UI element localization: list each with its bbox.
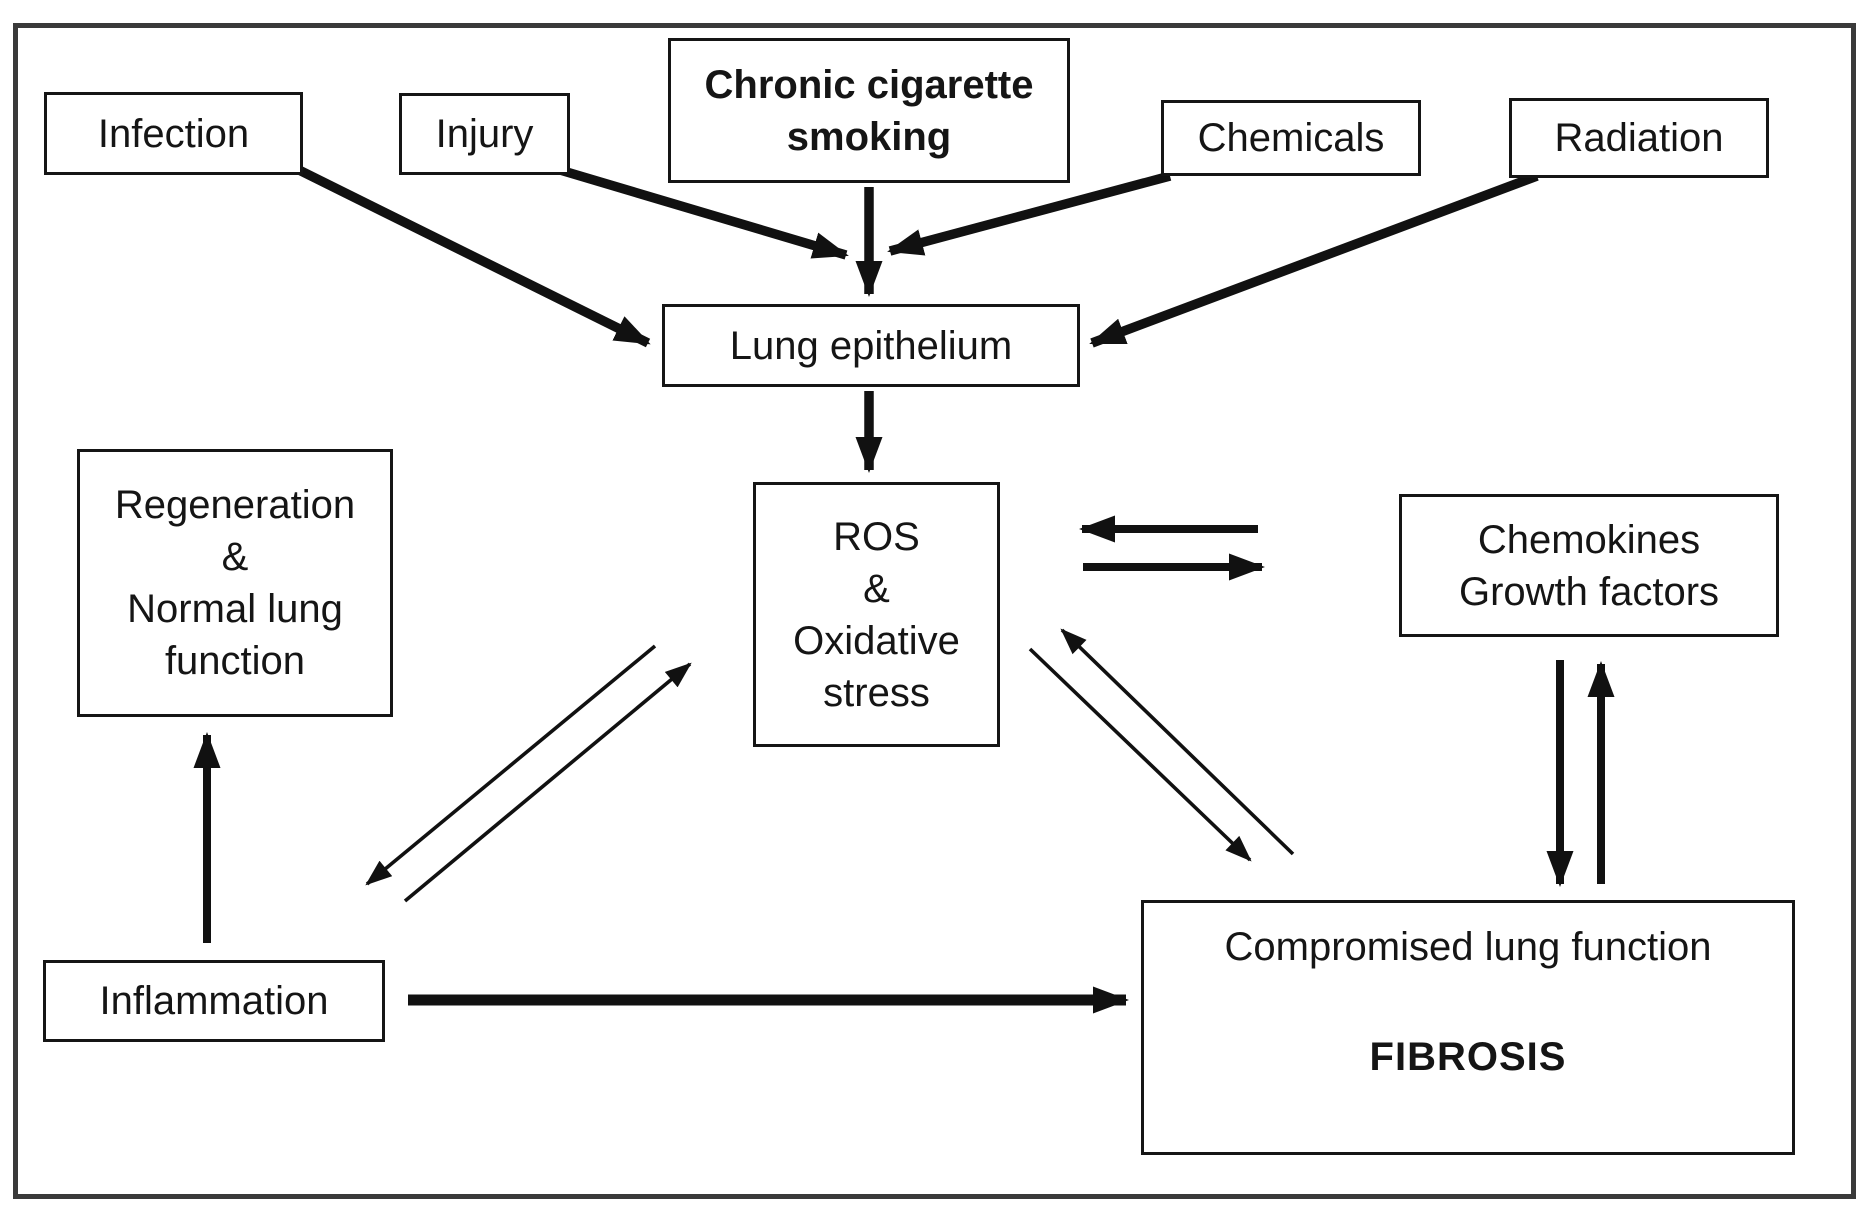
node-chemicals-label: Chemicals <box>1197 116 1385 160</box>
node-regeneration-line4: function <box>164 639 306 683</box>
node-regeneration-normal-lung-function: Regeneration & Normal lung function <box>77 449 393 717</box>
node-regeneration-line3: Normal lung <box>127 587 343 631</box>
arrow-ros-to-compromised <box>1028 647 1252 862</box>
arrow-injury-to-lung-epithelium <box>558 165 849 260</box>
node-lung-epithelium-label: Lung epithelium <box>729 323 1013 368</box>
node-compromised-lung-function-fibrosis: Compromised lung function FIBROSIS <box>1141 900 1795 1155</box>
arrow-compromised-to-ros <box>1060 628 1295 856</box>
node-ros-oxidative-stress: ROS & Oxidative stress <box>753 482 1000 747</box>
node-ros-line2: & <box>863 566 890 611</box>
node-injury-label: Injury <box>435 112 534 156</box>
node-chemokines-growth-factors: Chemokines Growth factors <box>1399 494 1779 637</box>
node-radiation-label: Radiation <box>1554 116 1724 160</box>
arrow-radiation-to-lung-epithelium <box>1089 171 1539 348</box>
node-radiation: Radiation <box>1509 98 1769 178</box>
arrow-chemicals-to-lung-epithelium <box>887 171 1172 256</box>
node-ros-line4: stress <box>823 670 930 715</box>
node-infection-label: Infection <box>97 111 250 156</box>
node-inflammation-label: Inflammation <box>99 979 329 1023</box>
arrow-ros-to-inflammation <box>365 644 657 886</box>
node-lung-epithelium: Lung epithelium <box>662 304 1080 387</box>
node-chemokines-line1: Chemokines <box>1477 517 1701 562</box>
node-ros-line1: ROS <box>833 514 920 559</box>
node-chronic-cigarette-smoking: Chronic cigarette smoking <box>668 38 1070 183</box>
node-compromised-line1: Compromised lung function <box>1224 925 1712 969</box>
node-chronic-line2: smoking <box>786 114 952 159</box>
node-chronic-line1: Chronic cigarette <box>704 62 1034 107</box>
node-ros-line3: Oxidative <box>793 618 960 663</box>
node-fibrosis-label: FIBROSIS <box>1369 1035 1567 1079</box>
node-chemokines-line2: Growth factors <box>1458 569 1720 614</box>
node-inflammation: Inflammation <box>43 960 385 1042</box>
node-regeneration-line2: & <box>221 535 249 579</box>
node-injury: Injury <box>399 93 570 175</box>
arrow-inflammation-to-ros <box>403 662 692 903</box>
arrow-infection-to-lung-epithelium <box>294 164 651 348</box>
node-regeneration-line1: Regeneration <box>114 483 356 527</box>
node-infection: Infection <box>44 92 303 175</box>
node-chemicals: Chemicals <box>1161 100 1421 176</box>
